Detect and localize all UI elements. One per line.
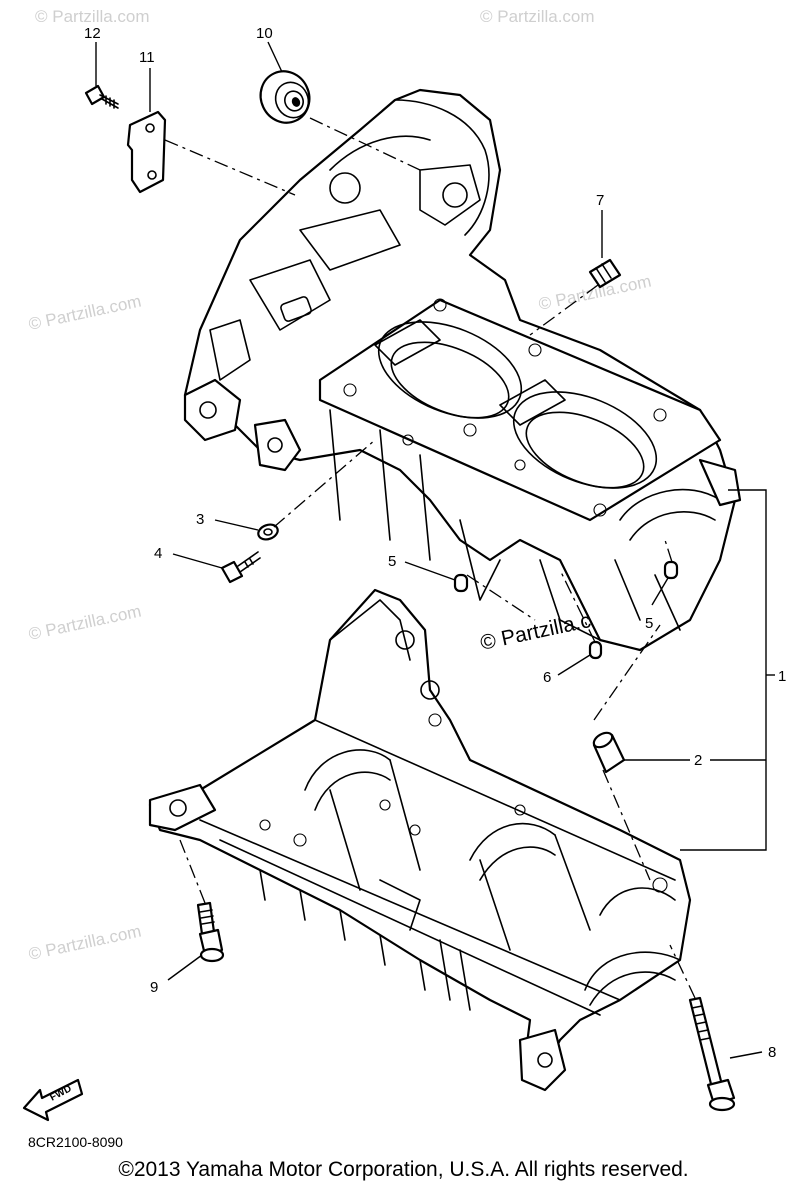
dowel-part-5-right: [663, 560, 679, 580]
callout-11: 11: [139, 49, 155, 66]
watermark-text: © Partzilla.com: [27, 602, 143, 644]
callouts: 12 11 10 7 3 4 5 5 6 1 2 9 8: [84, 25, 786, 1061]
dowel-part-5-left: [453, 573, 469, 593]
leader-lines: [95, 41, 775, 1059]
bushing-part-2: [592, 731, 626, 774]
watermark-text: © Partzilla.com: [27, 922, 143, 964]
callout-3: 3: [196, 511, 204, 528]
callout-10: 10: [256, 25, 273, 42]
callout-9: 9: [150, 979, 158, 996]
watermark-text: © Partzilla.com: [35, 7, 150, 26]
callout-4: 4: [154, 545, 162, 562]
lower-crankcase: [148, 588, 692, 1092]
callout-7: 7: [596, 192, 604, 209]
callout-2: 2: [694, 752, 702, 769]
diagram-code: 8CR2100-8090: [28, 1134, 123, 1150]
dowel-part-7: [588, 258, 622, 289]
watermark-text: © Partzilla.com: [480, 7, 595, 26]
callout-8: 8: [768, 1044, 776, 1061]
bolt-part-12: [84, 84, 119, 109]
washer-part-3: [257, 523, 279, 541]
bolt-part-4: [220, 551, 261, 584]
bracket-part-11: [126, 110, 167, 194]
callout-1: 1: [778, 668, 786, 685]
callout-5-left: 5: [388, 553, 396, 570]
callout-5-right: 5: [645, 615, 653, 632]
copyright-notice: ©2013 Yamaha Motor Corporation, U.S.A. A…: [118, 1158, 689, 1181]
callout-12: 12: [84, 25, 101, 42]
callout-6: 6: [543, 669, 551, 686]
upper-crankcase: [183, 88, 742, 652]
bolt-part-9: [196, 901, 225, 963]
bearing-part-10: [259, 70, 311, 124]
bolt-part-8: [688, 996, 736, 1112]
alignment-lines: [164, 117, 696, 999]
fwd-arrow-icon: FWD: [22, 1078, 84, 1122]
dowel-part-6: [588, 640, 603, 660]
watermark-text: © Partzilla.com: [27, 292, 143, 334]
